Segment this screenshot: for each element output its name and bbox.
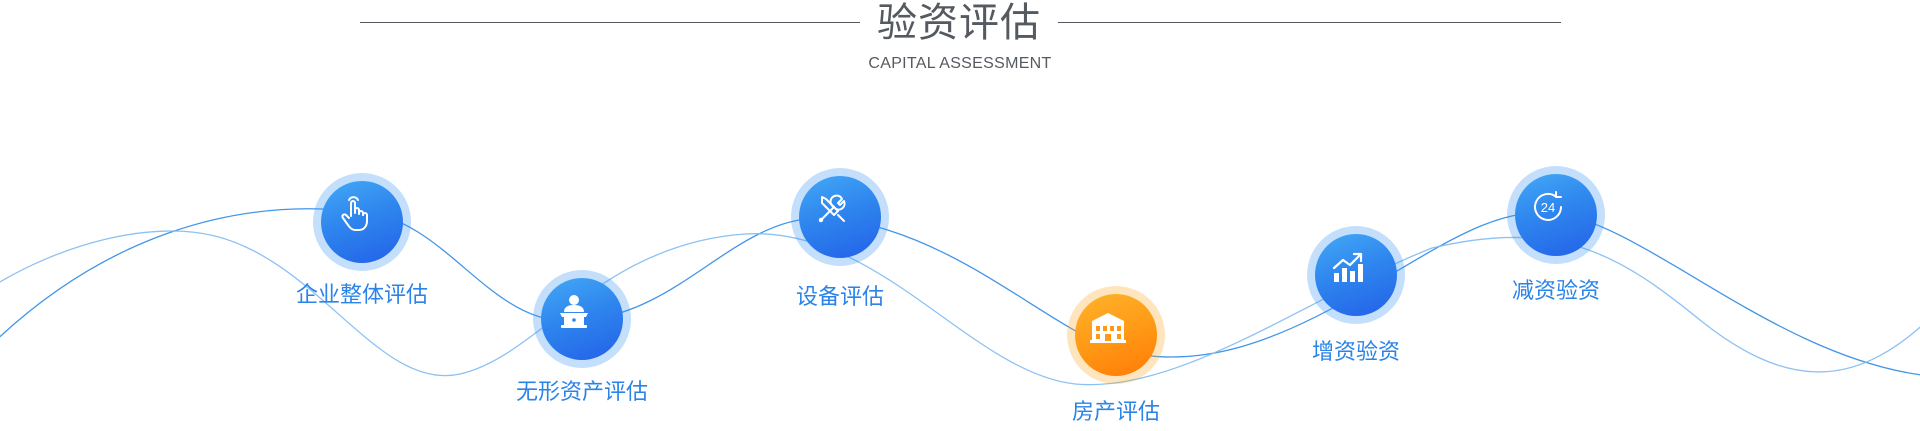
service-node-property[interactable] bbox=[1067, 286, 1165, 384]
clock-24-icon: 24 bbox=[1534, 191, 1562, 221]
service-label-capital-reduction: 减资验资 bbox=[1511, 279, 1600, 304]
node-core bbox=[321, 181, 403, 263]
service-node-enterprise[interactable] bbox=[313, 173, 411, 271]
section-header: 验资评估 CAPITAL ASSESSMENT bbox=[0, 0, 1920, 80]
service-label-property: 房产评估 bbox=[1071, 400, 1160, 425]
service-label-equipment: 设备评估 bbox=[795, 285, 884, 310]
building-icon bbox=[1090, 313, 1126, 343]
node-core bbox=[1515, 174, 1597, 256]
wrench-screwdriver-icon bbox=[818, 194, 846, 223]
service-node-capital-reduction[interactable]: 24 bbox=[1507, 166, 1605, 264]
section-subtitle: CAPITAL ASSESSMENT bbox=[868, 55, 1052, 72]
service-node-capital-increase[interactable] bbox=[1307, 226, 1405, 324]
growth-chart-icon bbox=[1332, 252, 1363, 282]
svg-text:24: 24 bbox=[1541, 200, 1555, 215]
wave-line-light bbox=[0, 230, 1920, 386]
node-core bbox=[1315, 234, 1397, 316]
service-label-capital-increase: 增资验资 bbox=[1311, 340, 1400, 365]
header-rule-left bbox=[360, 22, 860, 23]
service-label-enterprise: 企业整体评估 bbox=[295, 283, 428, 308]
header-rule-right bbox=[1058, 22, 1561, 23]
hand-pointer-icon bbox=[341, 196, 368, 231]
service-node-equipment[interactable] bbox=[791, 168, 889, 266]
service-label-intangible: 无形资产评估 bbox=[515, 380, 648, 405]
speaker-podium-icon bbox=[560, 295, 588, 328]
service-node-intangible[interactable] bbox=[533, 270, 631, 368]
section-title: 验资评估 bbox=[877, 0, 1041, 46]
